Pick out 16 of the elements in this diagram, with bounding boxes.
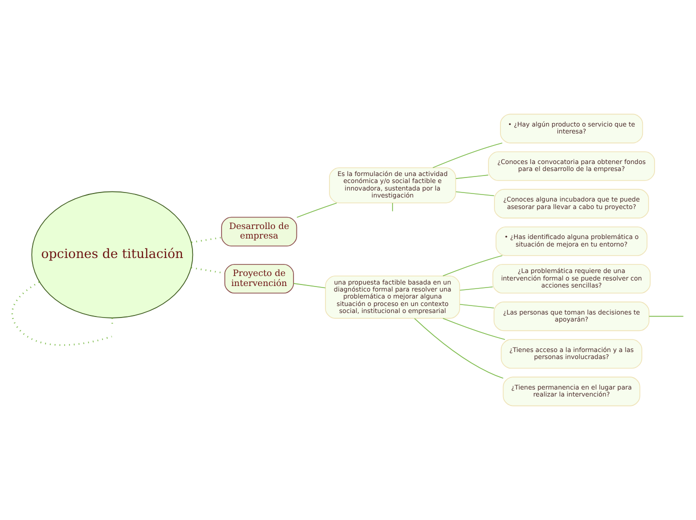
connector [432, 142, 503, 168]
connector [293, 283, 326, 288]
connector [296, 202, 338, 218]
node-box: Desarrollo de empresa [221, 216, 298, 246]
node-ellipse: opciones de titulación [31, 191, 194, 318]
connector [191, 266, 225, 274]
connector [392, 202, 393, 212]
connector [414, 318, 504, 379]
connector [460, 304, 494, 308]
connector [442, 318, 506, 340]
node-box: Proyecto de intervención [224, 264, 294, 294]
connector [460, 286, 494, 291]
connector [456, 191, 495, 196]
connector [456, 174, 489, 179]
connector [191, 236, 222, 244]
connector [648, 316, 684, 317]
